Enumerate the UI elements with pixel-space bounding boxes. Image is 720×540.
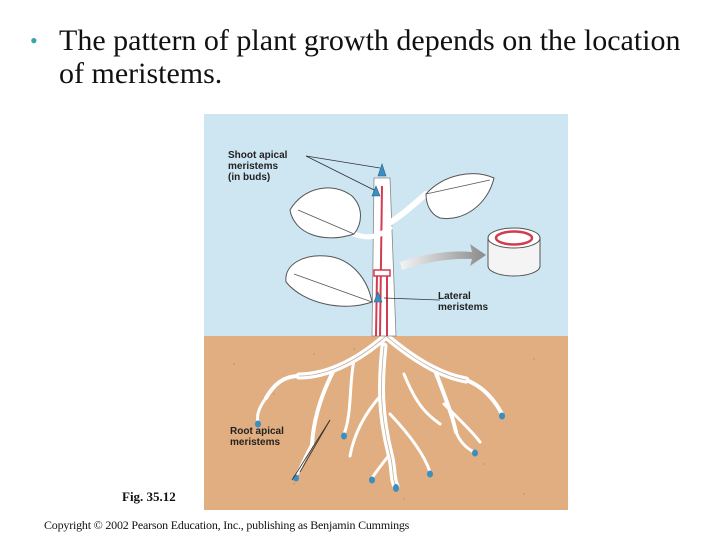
- root-outline: [298, 335, 467, 487]
- leaves: [285, 173, 495, 307]
- bullet-dot-icon: •: [30, 28, 38, 53]
- copyright-notice: Copyright © 2002 Pearson Education, Inc.…: [44, 518, 410, 532]
- side-branch: [385, 191, 429, 227]
- shoot-apical-meristems-label: Shoot apical meristems (in buds): [228, 150, 287, 183]
- bullet-line-1: The pattern of plant growth depends on t…: [59, 24, 681, 57]
- root-apical-meristems-label: Root apical meristems: [230, 426, 284, 448]
- bullet-text: The pattern of plant growth depends on t…: [59, 24, 709, 90]
- plant-meristem-diagram: Shoot apical meristems (in buds) Lateral…: [204, 114, 568, 510]
- stem-cross-section-cylinder: [487, 227, 541, 277]
- shoot-apical-label-line-3: (in buds): [228, 172, 271, 183]
- shoot-apical-label-line-2: meristems: [228, 161, 279, 172]
- figure-caption: Fig. 35.12: [122, 489, 176, 504]
- lateral-meristem-section: [373, 269, 391, 277]
- root-apical-label-line-1: Root apical: [230, 426, 284, 437]
- bullet-line-2: of meristems.: [59, 57, 223, 90]
- lateral-meristems-label: Lateral meristems: [438, 291, 488, 313]
- shoot-apical-label-line-1: Shoot apical: [228, 150, 288, 161]
- plant-illustration: [204, 114, 568, 510]
- root-apical-meristem-tips: [255, 412, 505, 492]
- lateral-label-line-1: Lateral: [438, 291, 471, 302]
- pointer-lines: [291, 155, 441, 481]
- root-apical-label-line-2: meristems: [230, 437, 281, 448]
- shoot-apical-meristem-buds: [371, 163, 387, 303]
- arrow-to-section: [400, 244, 486, 270]
- lateral-label-line-2: meristems: [438, 302, 489, 313]
